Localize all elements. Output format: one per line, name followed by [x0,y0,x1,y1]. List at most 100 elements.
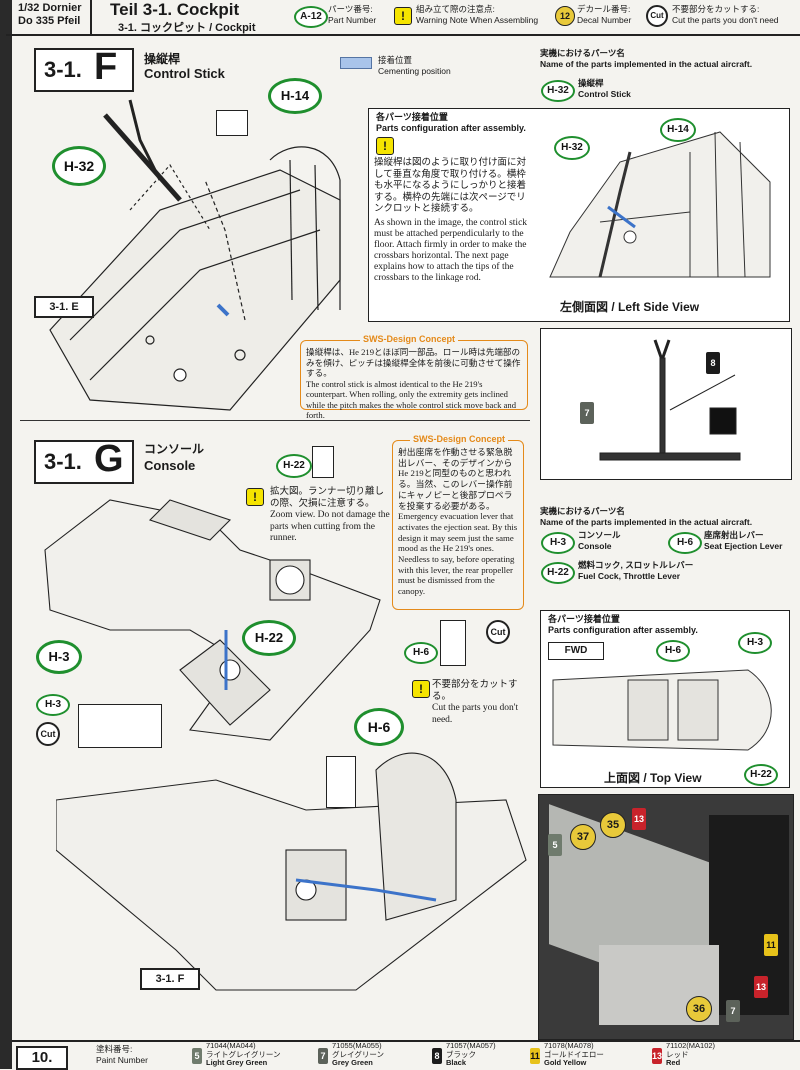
page-spine [0,0,12,1069]
part-name-h22-badge: H-22 [541,562,575,584]
model-line2: Do 335 Pfeil [18,15,81,27]
config-g-jp: 各パーツ接着位置 [548,614,620,624]
cement-legend: 接着位置 Cementing position [378,55,451,77]
control-stick-detail-drawing [599,339,741,461]
sws-concept-g-title: SWS-Design Concept [410,434,509,444]
step-g-title-jp: コンソール [144,442,205,456]
step-g-title-en: Console [144,458,196,473]
legend-warn-jp: 組み立て際の注意点: [416,4,495,14]
part-name-h3: コンソール Console [578,530,621,552]
part-name-h6: 座席射出レバー Seat Ejection Lever [704,530,782,552]
zoom-note-en: Zoom view. Do not damage the parts when … [270,510,390,543]
paint-marker-13: 13 [632,808,646,830]
part-h6-en: Seat Ejection Lever [704,541,783,551]
step-f-num: 3-1. [44,57,82,82]
paint-swatch-8: 8 [432,1048,442,1064]
page-title: Teil 3-1. Cockpit [110,0,240,19]
console-assembly-drawing [44,499,381,741]
legend-part-jp: パーツ番号: [328,4,373,14]
step-f-letter: F [94,46,118,88]
paint-8-code: 71057(MA057) [446,1041,496,1050]
part-h6-jp: 座席射出レバー [704,530,764,540]
paint-label-en: Paint Number [96,1054,148,1065]
config-callout-h6: H-6 [656,640,690,662]
page-subtitle: 3-1. コックピット / Cockpit [118,22,256,34]
top-view-label: 上面図 / Top View [604,771,702,785]
paint-legend-7-text: 71055(MA055) グレイグリーン Grey Green [332,1041,384,1068]
config-f-jp: 各パーツ接着位置 [376,112,448,122]
warning-icon: ! [394,7,412,25]
part-callout-h3: H-3 [36,640,82,674]
legend-decal-en: Decal Number [577,15,632,25]
paint-5-jp: ライトグレイグリーン [206,1049,281,1059]
parts-name-label-g: 実機におけるパーツ名 Name of the parts implemented… [540,506,752,528]
decal-marker-36: 36 [686,996,712,1022]
cut-icon: Cut [486,620,510,644]
cut-callout-h6: H-6 [404,642,438,664]
h6-part-icon [440,620,466,666]
h22-part-icon [312,446,334,478]
parts-name-label-f: 実機におけるパーツ名 Name of the parts implemented… [540,48,752,70]
parts-label-g-jp: 実機におけるパーツ名 [540,506,625,516]
assembled-photo [538,794,794,1040]
paint-13-code: 71102(MA102) [666,1041,716,1050]
sws-concept-g-text: 射出座席を作動させる緊急脱出レバー、そのデザインからHe 219と同型のものと思… [398,447,520,597]
sws-g-en: Emergency evacuation lever that activate… [398,511,518,597]
paint-11-en: Gold Yellow [544,1058,587,1068]
part-name-h3-badge: H-3 [541,532,575,554]
warning-icon: ! [376,137,394,155]
top-view-drawing [552,669,772,751]
note-f-en: As shown in the image, the control stick… [374,218,528,283]
legend-part-en: Part Number [328,15,377,25]
paint-marker-13b: 13 [754,976,768,998]
paint-legend-11: 11 71078(MA078) ゴールドイエロー Gold Yellow [530,1041,650,1068]
photo-panel-dark [709,815,789,1015]
legend-part-text: パーツ番号: Part Number [328,4,376,26]
config-f-heading: 各パーツ接着位置 Parts configuration after assem… [376,112,526,134]
cut-note-jp: 不要部分をカットする。 [432,680,518,702]
paint-11-jp: ゴールドイエロー [544,1049,604,1059]
part-callout-h14: H-14 [268,78,322,114]
part-h32-jp: 操縦桿 [578,78,604,88]
footer-rule [12,1040,800,1042]
legend-warn-text: 組み立て際の注意点: Warning Note When Assembling [416,4,538,26]
paint-5-code: 71044(MA044) [206,1041,256,1050]
config-g-en: Parts configuration after assembly. [548,625,698,635]
config-callout-h32: H-32 [554,136,590,160]
left-side-view-drawing [549,131,771,278]
part-h22-en: Fuel Cock, Throttle Lever [578,571,681,581]
part-name-h32-badge: H-32 [541,80,575,102]
paint-legend-13-text: 71102(MA102) レッド Red [666,1041,716,1068]
cement-swatch [340,57,372,69]
part-name-h32: 操縦桿 Control Stick [578,78,631,100]
legend-part-badge: A-12 [294,6,328,28]
header-divider [90,0,92,34]
sws-f-jp: 操縦桿は、He 219とほぼ同一部品。ロール時は先端部のみを傾け、ピッチは操縦桿… [306,347,521,378]
page-number: 10. [16,1046,68,1070]
step-g-letter: G [94,438,124,480]
cut-icon: Cut [36,722,60,746]
note-f-jp: 操縦桿は図のように取り付け面に対して垂直な角度で取り付ける。横枠も水平になるよう… [374,158,527,214]
cement-jp: 接着位置 [378,55,413,65]
parts-label-f-jp: 実機におけるパーツ名 [540,48,625,58]
paint-7-code: 71055(MA055) [332,1041,382,1050]
decal-badge-icon: 12 [555,6,575,26]
paint-number-label: 塗料番号: Paint Number [96,1044,148,1065]
warning-icon: ! [412,680,430,698]
sws-concept-f-text: 操縦桿は、He 219とほぼ同一部品。ロール時は先端部のみを傾け、ピッチは操縦桿… [306,347,524,421]
part-h3-en: Console [578,541,612,551]
detail-callout-h3: H-3 [36,694,70,716]
part-h32-en: Control Stick [578,89,631,99]
paint-marker-7: 7 [580,402,594,424]
header-bar: 1/32 Dornier Do 335 Pfeil Teil 3-1. Cock… [6,0,800,36]
paint-label-jp: 塗料番号: [96,1044,133,1054]
paint-7-en: Grey Green [332,1058,373,1068]
paint-13-en: Red [666,1058,681,1068]
step-f-title-jp: 操縦桿 [144,52,181,66]
h14-part-icon [216,110,248,136]
zoom-note-jp: 拡大図。ランナー切り離しの際、欠損に注意する。 [270,487,385,509]
legend-decal-text: デカール番号: Decal Number [577,4,631,26]
cut-note-en: Cut the parts you don't need. [432,703,519,725]
model-name: 1/32 Dornier Do 335 Pfeil [18,2,82,28]
part-h22-jp: 燃料コック, スロットルレバー [578,560,694,570]
